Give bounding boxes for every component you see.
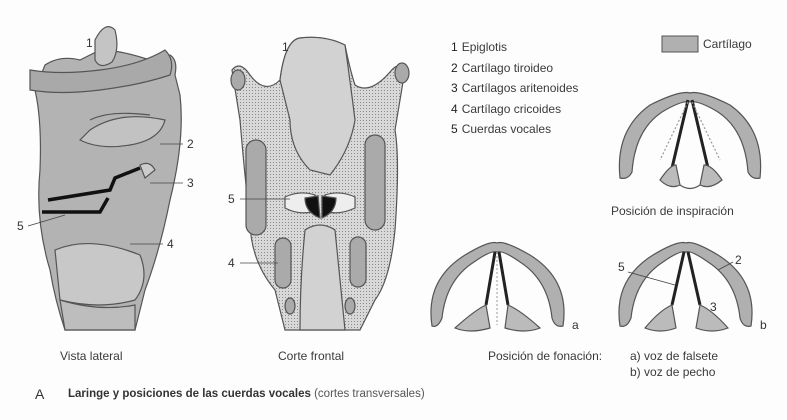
inspiration-title: Posición de inspiración (611, 204, 734, 218)
lateral-callout-2: 2 (187, 137, 194, 151)
phonation-a-label: a) voz de falsete (630, 349, 719, 363)
figure-letter: A (35, 386, 45, 402)
cartilage-swatch-label: Cartílago (703, 37, 752, 51)
lateral-callout-5: 5 (17, 219, 24, 233)
phonation-a-illustration (430, 241, 565, 332)
phonation-b-callout-3: 3 (710, 300, 717, 314)
phonation-b-callout-2: 2 (735, 253, 742, 267)
cartilage-swatch (661, 35, 699, 53)
frontal-section-illustration (230, 36, 410, 331)
lateral-callout-3: 3 (187, 176, 194, 190)
phonation-b-illustration (618, 241, 753, 332)
phonation-b-letter: b (760, 318, 767, 332)
inspiration-position-illustration (618, 91, 762, 190)
lateral-callout-4: 4 (167, 237, 174, 251)
frontal-section-title: Corte frontal (278, 349, 345, 363)
lateral-view-illustration (29, 26, 182, 331)
phonation-a-letter: a (572, 318, 579, 332)
lateral-view-title: Vista lateral (60, 349, 123, 363)
frontal-callout-5: 5 (228, 192, 235, 206)
phonation-b-label: b) voz de pecho (630, 365, 716, 379)
lateral-callout-1: 1 (86, 36, 93, 50)
frontal-callout-4: 4 (228, 256, 235, 270)
phonation-title: Posición de fonación: (488, 349, 603, 363)
figure-caption: Laringe y posiciones de las cuerdas voca… (68, 388, 425, 400)
frontal-callout-1: 1 (282, 40, 289, 54)
phonation-b-callout-5: 5 (618, 260, 625, 274)
